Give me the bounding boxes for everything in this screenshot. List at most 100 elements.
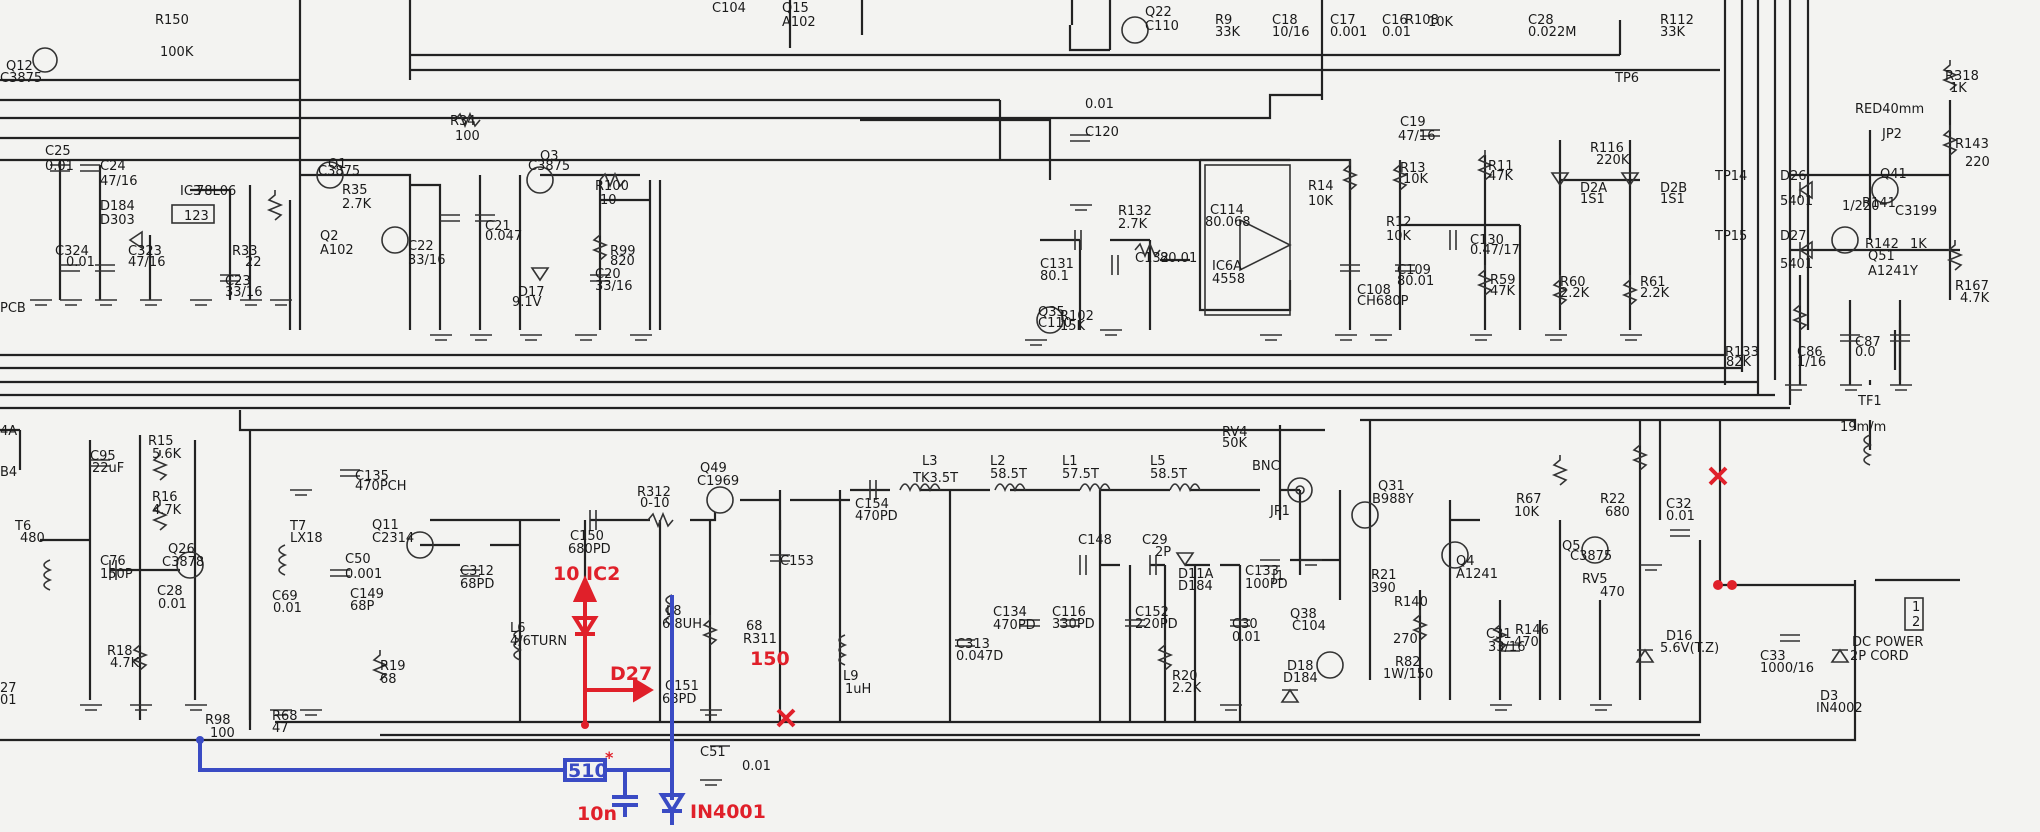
component-label: C28 [157, 584, 183, 599]
component-label: C22 [408, 239, 434, 254]
component-label: 1S1 [1580, 192, 1605, 207]
component-label: 10K [1308, 194, 1334, 209]
component-label: C149 [350, 587, 384, 602]
component-label: 0.01 [1666, 509, 1695, 524]
component-label: C1969 [697, 474, 739, 489]
component-label: R35 [342, 183, 368, 198]
component-label: D184 [100, 199, 135, 214]
component-label: 80.01 [1160, 251, 1197, 266]
component-label: C3875 [528, 159, 570, 174]
component-label: R99 [610, 244, 636, 259]
component-label: 10K [1514, 505, 1540, 520]
component-label: 2.2K [1640, 286, 1670, 301]
component-label: 123 [184, 209, 209, 224]
component-label: TP15 [1714, 229, 1747, 244]
component-label: 150P [100, 567, 133, 582]
component-label: Q1 [328, 157, 347, 172]
component-label: 80.01 [1397, 274, 1434, 289]
component-label: 4/6TURN [510, 634, 567, 649]
component-label: Q15 [782, 1, 809, 16]
component-label: R116 [1590, 141, 1624, 156]
component-label: 47K [1488, 169, 1514, 184]
component-label: R108 [1405, 13, 1439, 28]
component-label: C104 [712, 1, 746, 16]
component-label: R9 [1215, 13, 1232, 28]
component-label: R20 [1172, 669, 1198, 684]
component-label: 33/16 [408, 253, 445, 268]
component-label: Q4 [1456, 554, 1475, 569]
blue-label-in4001: IN4001 [690, 801, 766, 823]
component-label: 6.8UH [662, 617, 702, 632]
component-label: C21 [485, 219, 511, 234]
component-label: R22 [1600, 492, 1626, 507]
component-label: 480 [20, 531, 45, 546]
component-label: C76 [100, 554, 126, 569]
component-label: R68 [272, 709, 298, 724]
component-label: C323 [128, 244, 162, 259]
component-label: 82K [1726, 355, 1752, 370]
component-label: C50 [345, 552, 371, 567]
component-label: C110 [1145, 19, 1179, 34]
component-label: 1000/16 [1760, 661, 1814, 676]
component-label: TK3.5T [912, 471, 958, 486]
component-label: 0-10 [640, 496, 670, 511]
component-label: C153 [780, 554, 814, 569]
component-label: C30 [1232, 617, 1258, 632]
component-label: 0.01 [66, 255, 95, 270]
component-label: C3875 [1570, 549, 1612, 564]
component-label: 470PCH [355, 479, 407, 494]
component-label: C33 [1760, 649, 1786, 664]
component-label: 1uH [845, 682, 871, 697]
component-label: 0.022M [1528, 25, 1576, 40]
component-label: 10K [1386, 229, 1412, 244]
component-label: C324 [55, 244, 89, 259]
component-label: 680PD [568, 542, 611, 557]
wiring [0, 0, 1960, 742]
component-label: 1/16 [1797, 355, 1826, 370]
component-label: 0.047D [956, 649, 1003, 664]
component-label: 330PD [1052, 617, 1095, 632]
component-label: 100K [160, 45, 194, 60]
component-label: 01 [0, 693, 17, 708]
component-label: R140 [1394, 595, 1428, 610]
component-label: Q35 [1038, 305, 1065, 320]
component-label: R150 [155, 13, 189, 28]
component-label: R311 [743, 632, 777, 647]
component-label: R60 [1560, 275, 1586, 290]
component-label: 820 [610, 254, 635, 269]
component-label: IN4002 [1816, 701, 1863, 716]
component-label: D184 [1178, 579, 1213, 594]
component-label: BNC [1252, 459, 1280, 474]
blue-capacitor-10n [612, 770, 638, 817]
component-label: T6 [14, 519, 31, 534]
red-x-mark-center [776, 708, 796, 728]
component-label: R33 [232, 244, 258, 259]
component-label: 2.7K [342, 197, 372, 212]
component-label: R318 [1945, 69, 1979, 84]
blue-label-star: * [605, 748, 614, 767]
component-label: C134 [993, 605, 1027, 620]
component-label: JP1 [1269, 504, 1290, 519]
component-label: R133 [1725, 345, 1759, 360]
component-label: C108 [1357, 283, 1391, 298]
component-label: 220K [1596, 153, 1630, 168]
component-label: C3199 [1895, 204, 1937, 219]
component-label: T7 [289, 519, 306, 534]
component-label: 1W/150 [1383, 667, 1433, 682]
component-label: LX18 [290, 531, 323, 546]
component-label: 5401 [1780, 257, 1813, 272]
component-label: C86 [1797, 345, 1823, 360]
component-label: CH680P [1357, 294, 1409, 309]
component-label: D303 [100, 213, 135, 228]
component-label: 220PD [1135, 617, 1178, 632]
component-label: TP14 [1714, 169, 1747, 184]
component-label: R82 [1395, 655, 1421, 670]
red-label-ic2: 10 IC2 [553, 563, 620, 585]
component-label: L9 [843, 669, 859, 684]
component-label: 15K [1060, 319, 1086, 334]
component-label: 0.001 [345, 567, 382, 582]
component-label: Q22 [1145, 5, 1172, 20]
component-label: L3 [922, 454, 938, 469]
